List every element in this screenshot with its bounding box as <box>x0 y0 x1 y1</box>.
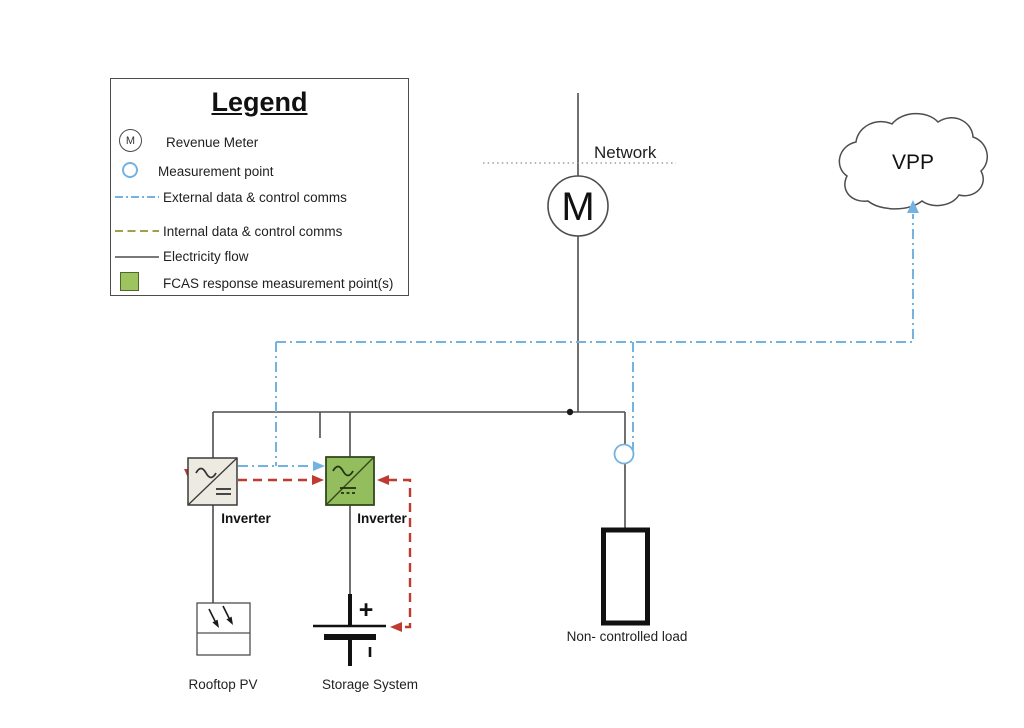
legend-label-fcas-point: FCAS response measurement point(s) <box>163 276 394 291</box>
arrow-into-inverter-right <box>377 475 389 485</box>
revenue-meter-icon-letter: M <box>125 134 136 147</box>
rooftop-pv: Rooftop PV <box>188 602 258 692</box>
storage-inverter-label: Inverter <box>357 511 407 526</box>
revenue-meter-symbol: M <box>561 185 594 229</box>
revenue-meter-icon: M <box>119 129 142 152</box>
network-label: Network <box>594 143 657 162</box>
sunlight-arrows-icon <box>208 605 230 622</box>
legend-label-internal-comms: Internal data & control comms <box>163 224 343 239</box>
arrow-to-vpp <box>907 200 919 213</box>
non-controlled-load: Non- controlled load <box>567 527 688 644</box>
pv-inverter-label: Inverter <box>221 511 271 526</box>
arrow-to-storage-inverter-blue <box>313 461 325 471</box>
external-comms-line-icon <box>115 196 159 198</box>
legend-box: Legend M Revenue Meter Measurement point… <box>110 78 409 296</box>
arrow-to-storage-inverter-red <box>312 475 324 485</box>
external-comms-lines <box>238 214 914 467</box>
storage-system: + Storage System <box>313 594 418 692</box>
network-boundary: Network <box>483 143 676 164</box>
arrow-to-battery <box>390 622 402 632</box>
legend-title: Legend <box>211 87 308 117</box>
ac-symbol <box>332 465 354 477</box>
vpp-cloud: VPP <box>838 112 989 210</box>
internal-comms-line-icon <box>115 230 159 232</box>
measurement-point-icon <box>122 162 138 178</box>
fcas-measurement-square-icon <box>120 272 139 291</box>
external-comms-arrowheads <box>313 200 919 471</box>
pv-panel-box <box>196 602 251 656</box>
vpp-label: VPP <box>892 151 934 174</box>
electricity-flow-line-icon <box>115 256 159 258</box>
pv-inverter: Inverter <box>187 457 272 526</box>
legend-label-electricity-flow: Electricity flow <box>163 249 249 264</box>
legend-label-measurement-point: Measurement point <box>158 164 274 179</box>
ac-symbol <box>195 467 217 479</box>
dc-symbol <box>216 488 231 495</box>
revenue-meter-circle <box>547 175 609 237</box>
storage-inverter: Inverter <box>325 456 408 526</box>
legend-label-revenue-meter: Revenue Meter <box>166 135 259 150</box>
electricity-flow-lines <box>212 93 626 603</box>
measurement-point-icon <box>613 443 635 465</box>
storage-system-label: Storage System <box>322 677 418 692</box>
cloud-icon <box>838 112 989 210</box>
junction-dot <box>566 408 574 416</box>
legend-label-external-comms: External data & control comms <box>163 190 347 205</box>
revenue-meter: M <box>547 175 609 237</box>
battery-plus-sign: + <box>359 596 374 624</box>
rooftop-pv-label: Rooftop PV <box>188 677 257 692</box>
dc-symbol <box>340 487 356 494</box>
load-label: Non- controlled load <box>567 629 688 644</box>
load-box <box>601 527 650 626</box>
battery-icon <box>313 594 386 666</box>
